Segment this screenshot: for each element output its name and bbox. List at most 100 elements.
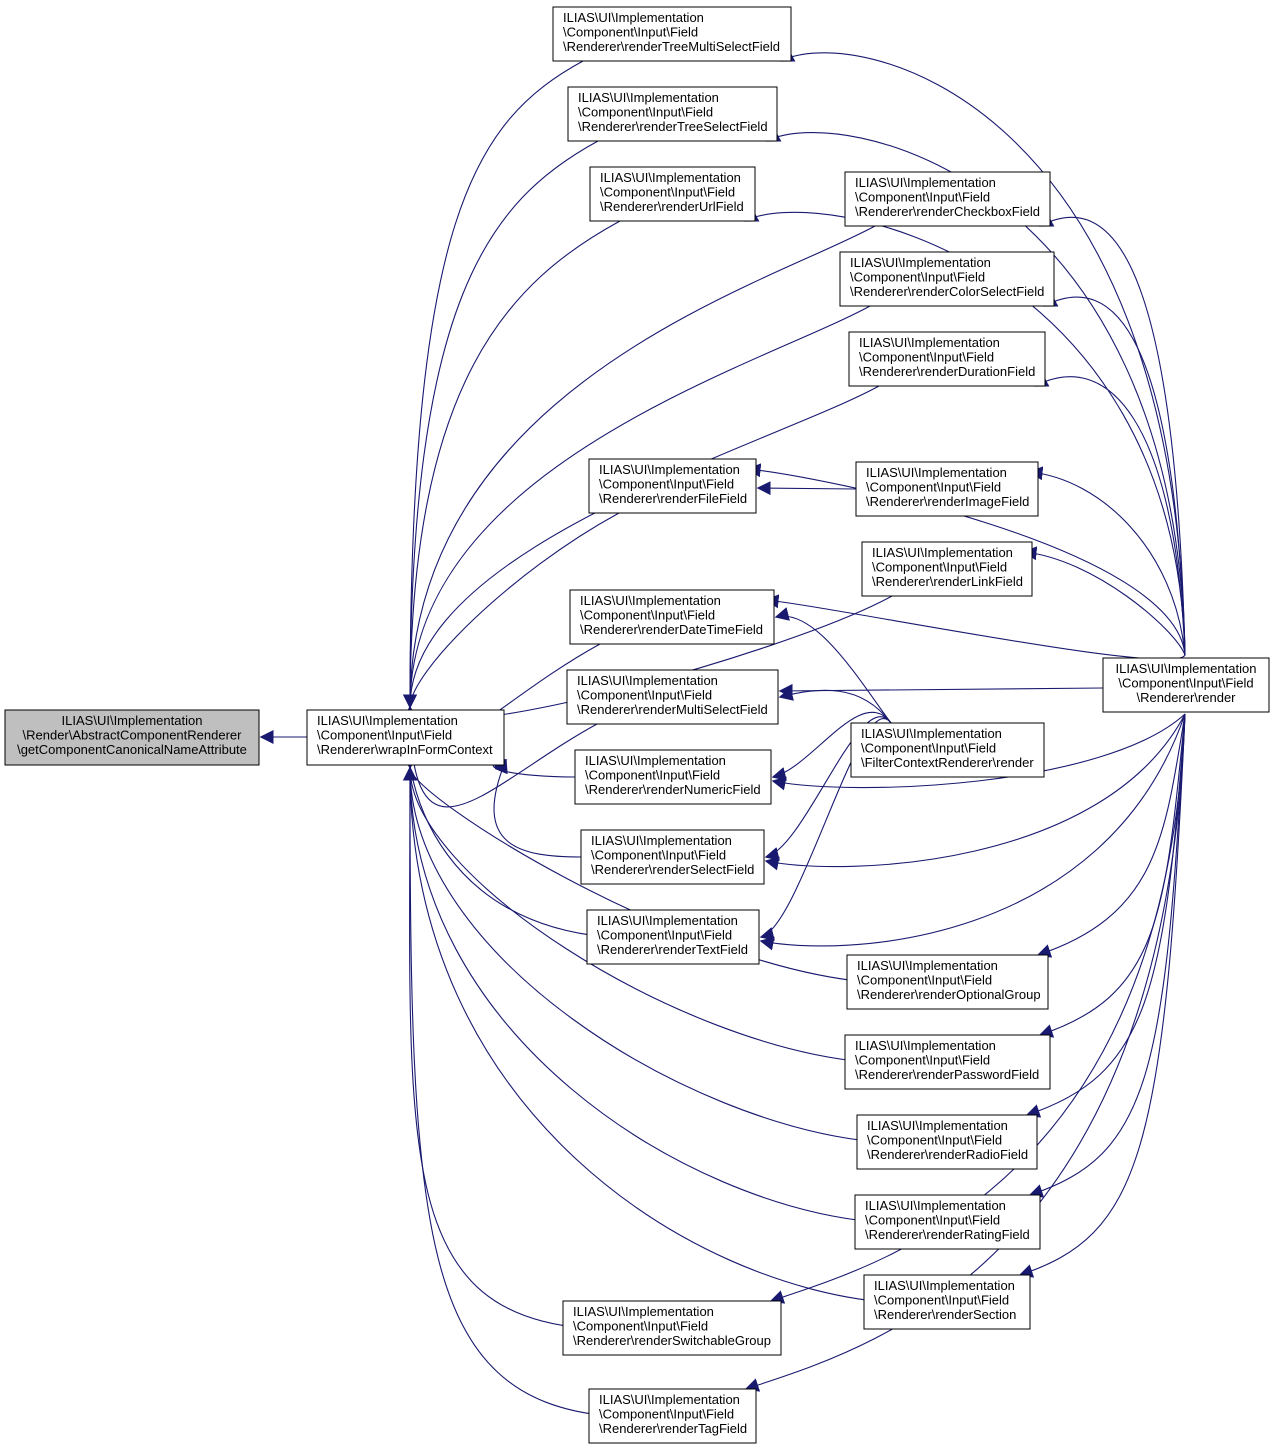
node-label-line: \Render\AbstractComponentRenderer [23, 728, 243, 743]
node-label-line: \Component\Input\Field [591, 848, 726, 863]
edge-RendererRender-to-renderColorSelectField [1042, 294, 1186, 656]
node-label-line: \Renderer\renderOptionalGroup [857, 987, 1041, 1002]
node-FilterContextRendererRender[interactable]: ILIAS\UI\Implementation\Component\Input\… [850, 722, 1045, 778]
node-renderTagField[interactable]: ILIAS\UI\Implementation\Component\Input\… [588, 1388, 757, 1444]
node-box [863, 1274, 1031, 1330]
node-label-line: \Renderer\renderSection [874, 1307, 1016, 1322]
edge-RendererRender-to-renderFileField [746, 463, 1186, 656]
node-label-line: \Component\Input\Field [874, 1293, 1009, 1308]
node-label-line: \Component\Input\Field [573, 1319, 708, 1334]
node-renderTreeSelectField[interactable]: ILIAS\UI\Implementation\Component\Input\… [567, 86, 778, 142]
edge-RendererRender-to-renderPasswordField [1038, 713, 1186, 1038]
edge-renderDurationField-to-wrapInFormContext [403, 385, 880, 709]
node-renderRatingField[interactable]: ILIAS\UI\Implementation\Component\Input\… [854, 1194, 1041, 1250]
nodes-layer: ILIAS\UI\Implementation\Render\AbstractC… [4, 6, 1270, 1444]
node-label-line: \Component\Input\Field [599, 1407, 734, 1422]
edge-FilterContextRendererRender-to-renderDateTimeField [774, 607, 892, 724]
node-box [850, 722, 1045, 778]
node-label-line: ILIAS\UI\Implementation [867, 1118, 1008, 1133]
node-label-line: \Renderer\renderSelectField [591, 862, 754, 877]
node-label-line: \Component\Input\Field [865, 1213, 1000, 1228]
node-box [562, 1300, 782, 1356]
node-label-line: \Component\Input\Field [850, 270, 985, 285]
node-renderMultiSelectField[interactable]: ILIAS\UI\Implementation\Component\Input\… [566, 669, 779, 725]
node-label-line: \Renderer\renderDateTimeField [580, 622, 763, 637]
node-label-line: \Renderer\renderColorSelectField [850, 284, 1044, 299]
node-label-line: ILIAS\UI\Implementation [563, 10, 704, 25]
node-renderTextField[interactable]: ILIAS\UI\Implementation\Component\Input\… [586, 909, 760, 965]
node-label-line: ILIAS\UI\Implementation [599, 462, 740, 477]
edge-renderTreeMultiSelectField-to-wrapInFormContext [403, 60, 584, 709]
node-box [854, 1194, 1041, 1250]
node-box [574, 749, 772, 805]
node-box [552, 6, 792, 62]
node-renderLinkField[interactable]: ILIAS\UI\Implementation\Component\Input\… [861, 541, 1033, 597]
node-label-line: \Renderer\renderPasswordField [855, 1067, 1039, 1082]
node-renderSwitchableGroup[interactable]: ILIAS\UI\Implementation\Component\Input\… [562, 1300, 782, 1356]
node-renderPasswordField[interactable]: ILIAS\UI\Implementation\Component\Input\… [844, 1034, 1051, 1090]
node-label-line: ILIAS\UI\Implementation [859, 335, 1000, 350]
edge-RendererRender-to-renderTreeMultiSelectField [779, 49, 1186, 656]
node-renderTreeMultiSelectField[interactable]: ILIAS\UI\Implementation\Component\Input\… [552, 6, 792, 62]
node-label-line: ILIAS\UI\Implementation [865, 1198, 1006, 1213]
node-label-line: \Renderer\wrapInFormContext [317, 742, 493, 757]
node-label-line: ILIAS\UI\Implementation [872, 545, 1013, 560]
node-RendererRender[interactable]: ILIAS\UI\Implementation\Component\Input\… [1102, 657, 1270, 713]
node-box [567, 86, 778, 142]
node-label-line: \Component\Input\Field [857, 973, 992, 988]
node-label-line: ILIAS\UI\Implementation [855, 1038, 996, 1053]
node-box [855, 461, 1039, 517]
node-label-line: ILIAS\UI\Implementation [850, 255, 991, 270]
node-box [844, 171, 1051, 227]
node-label-line: ILIAS\UI\Implementation [62, 713, 203, 728]
node-label-line: \Renderer\renderMultiSelectField [577, 702, 768, 717]
node-getComponentCanonicalNameAttribute[interactable]: ILIAS\UI\Implementation\Render\AbstractC… [4, 709, 260, 766]
edge-renderSection-to-wrapInFormContext [403, 766, 885, 1303]
edge-FilterContextRendererRender-to-renderMultiSelectField [778, 687, 892, 724]
node-renderOptionalGroup[interactable]: ILIAS\UI\Implementation\Component\Input\… [846, 954, 1049, 1010]
node-box [589, 166, 756, 222]
node-renderNumericField[interactable]: ILIAS\UI\Implementation\Component\Input\… [574, 749, 772, 805]
node-label-line: \Renderer\renderTreeSelectField [578, 119, 768, 134]
node-label-line: ILIAS\UI\Implementation [857, 958, 998, 973]
node-label-line: ILIAS\UI\Implementation [866, 465, 1007, 480]
node-renderSection[interactable]: ILIAS\UI\Implementation\Component\Input\… [863, 1274, 1031, 1330]
node-label-line: \Renderer\renderTextField [597, 942, 748, 957]
edge-RendererRender-to-renderRatingField [1028, 713, 1186, 1198]
node-label-line: \Component\Input\Field [855, 190, 990, 205]
node-renderCheckboxField[interactable]: ILIAS\UI\Implementation\Component\Input\… [844, 171, 1051, 227]
node-box [580, 829, 765, 885]
edge-renderUrlField-to-wrapInFormContext [403, 220, 621, 709]
edge-renderSwitchableGroup-to-wrapInFormContext [402, 766, 584, 1329]
node-renderSelectField[interactable]: ILIAS\UI\Implementation\Component\Input\… [580, 829, 765, 885]
node-renderColorSelectField[interactable]: ILIAS\UI\Implementation\Component\Input\… [839, 251, 1055, 307]
node-label-line: ILIAS\UI\Implementation [591, 833, 732, 848]
node-box [1102, 657, 1270, 713]
node-label-line: \Renderer\renderCheckboxField [855, 204, 1040, 219]
node-renderRadioField[interactable]: ILIAS\UI\Implementation\Component\Input\… [856, 1114, 1038, 1170]
node-box [848, 331, 1046, 387]
node-label-line: ILIAS\UI\Implementation [578, 90, 719, 105]
node-label-line: \Component\Input\Field [1118, 676, 1253, 691]
node-label-line: ILIAS\UI\Implementation [1116, 661, 1257, 676]
edge-RendererRender-to-renderLinkField [1022, 546, 1186, 656]
edge-renderTagField-to-wrapInFormContext [403, 766, 610, 1417]
edge-renderCheckboxField-to-wrapInFormContext [403, 225, 876, 709]
node-label-line: \Component\Input\Field [563, 25, 698, 40]
node-label-line: \Renderer\renderUrlField [600, 199, 744, 214]
edge-renderImageField-to-renderFileField [756, 481, 857, 496]
node-renderImageField[interactable]: ILIAS\UI\Implementation\Component\Input\… [855, 461, 1039, 517]
edge-renderSelectField-to-wrapInFormContext [493, 758, 582, 858]
node-label-line: \Renderer\renderSwitchableGroup [573, 1333, 771, 1348]
edge-RendererRender-to-renderSelectField [764, 713, 1186, 871]
node-label-line: ILIAS\UI\Implementation [317, 713, 458, 728]
node-renderDurationField[interactable]: ILIAS\UI\Implementation\Component\Input\… [848, 331, 1046, 387]
node-renderUrlField[interactable]: ILIAS\UI\Implementation\Component\Input\… [589, 166, 756, 222]
node-renderFileField[interactable]: ILIAS\UI\Implementation\Component\Input\… [588, 458, 757, 514]
node-label-line: \Component\Input\Field [866, 480, 1001, 495]
node-renderDateTimeField[interactable]: ILIAS\UI\Implementation\Component\Input\… [569, 589, 775, 645]
node-box [586, 909, 760, 965]
node-wrapInFormContext[interactable]: ILIAS\UI\Implementation\Component\Input\… [306, 709, 505, 766]
edge-FilterContextRendererRender-to-renderNumericField [771, 711, 892, 781]
